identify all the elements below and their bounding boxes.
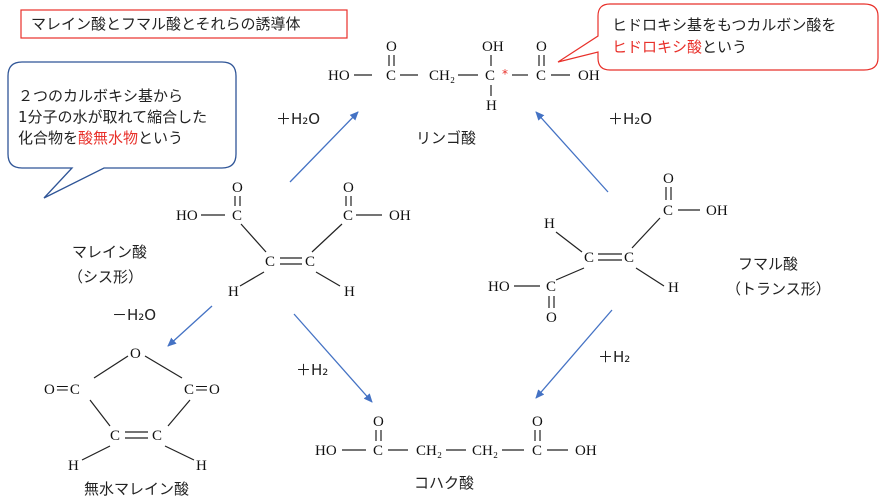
chemical-bond bbox=[164, 445, 195, 461]
callout-right-line1: ヒドロキシ基をもつカルボン酸を bbox=[612, 16, 836, 34]
chemical-bond bbox=[240, 223, 267, 253]
chemical-bond bbox=[239, 271, 265, 287]
atom-label: HO bbox=[176, 208, 198, 224]
atom-label: OH bbox=[575, 443, 597, 459]
chemical-bond bbox=[93, 355, 129, 379]
atom-label: C bbox=[485, 68, 495, 84]
atom-label: O bbox=[546, 310, 557, 326]
arrow-fumaric-to-succinic bbox=[535, 309, 613, 399]
atom-label: OH bbox=[482, 39, 504, 55]
reagent-maleic-to-anhydride: －H₂O bbox=[112, 306, 156, 324]
atom-label: O bbox=[373, 414, 384, 430]
atom-label: C bbox=[386, 68, 396, 84]
atom-label: C bbox=[110, 428, 120, 444]
atom-label: H bbox=[344, 284, 355, 300]
chemical-bond bbox=[631, 217, 661, 249]
chemical-bond bbox=[81, 445, 111, 461]
atom-label: CH₂ bbox=[429, 68, 455, 84]
reagent-maleic-to-malic: ＋H₂O bbox=[276, 110, 320, 128]
atom-label: O bbox=[532, 414, 543, 430]
atom-label: OH bbox=[578, 68, 600, 84]
atom-label: C bbox=[343, 208, 353, 224]
chemical-bond bbox=[555, 267, 585, 281]
atom-label: OH bbox=[706, 203, 728, 219]
chemical-bond bbox=[315, 271, 341, 287]
callout-left-highlight: 酸無水物 bbox=[78, 129, 138, 147]
fumaric-acid-structure: H C C C O OH H C HO O bbox=[488, 171, 728, 326]
reagent-fumaric-to-succinic: ＋H₂ bbox=[598, 348, 630, 366]
fumaric-acid-label: フマル酸 bbox=[738, 255, 798, 273]
callout-right-line2: ヒドロキシ酸という bbox=[612, 38, 747, 56]
atom-label: H bbox=[68, 458, 79, 474]
atom-label: CH₂ bbox=[472, 443, 498, 459]
reagent-fumaric-to-malic: ＋H₂O bbox=[608, 110, 652, 128]
atom-label: C bbox=[305, 254, 315, 270]
succinic-acid-label: コハク酸 bbox=[414, 474, 474, 492]
callout-right-highlight: ヒドロキシ酸 bbox=[612, 38, 702, 56]
chemical-bond bbox=[144, 355, 183, 379]
atom-label: H bbox=[486, 98, 497, 114]
atom-label: C bbox=[584, 250, 594, 266]
atom-label: OH bbox=[389, 208, 411, 224]
atom-label: HO bbox=[315, 443, 337, 459]
atom-label: C bbox=[663, 203, 673, 219]
callout-right-bubble bbox=[557, 3, 879, 71]
maleic-anhydride-structure: O O＝C C＝O C C H H bbox=[44, 346, 220, 474]
atom-label: O bbox=[663, 171, 674, 187]
atom-label: O bbox=[232, 180, 243, 196]
atom-label: HO bbox=[488, 279, 510, 295]
atom-label: C＝O bbox=[184, 382, 220, 398]
malic-acid-structure: HO C O CH₂ C OH H * C O OH bbox=[328, 39, 600, 114]
succinic-acid-structure: HO C O CH₂ CH₂ C O OH bbox=[315, 414, 597, 459]
atom-label: C bbox=[546, 279, 556, 295]
callout-left-line3-prefix: 化合物を bbox=[18, 129, 78, 147]
atom-label: HO bbox=[328, 68, 350, 84]
atom-label: O＝C bbox=[44, 382, 80, 398]
atom-label: C bbox=[152, 428, 162, 444]
chemical-bond bbox=[311, 223, 343, 253]
chemical-bond bbox=[89, 399, 111, 427]
atom-label: H bbox=[228, 284, 239, 300]
arrow-maleic-to-anhydride bbox=[167, 305, 213, 347]
atom-label: CH₂ bbox=[416, 443, 442, 459]
callout-left-line1: ２つのカルボキシ基から bbox=[18, 87, 183, 105]
maleic-acid-form: （シス形） bbox=[68, 268, 143, 286]
arrow-maleic-to-malic bbox=[289, 111, 359, 183]
atom-label: C bbox=[265, 254, 275, 270]
atom-label: C bbox=[373, 443, 383, 459]
callout-left-line3-suffix: という bbox=[138, 129, 183, 147]
atom-label: O bbox=[386, 39, 397, 55]
atom-label: C bbox=[536, 68, 546, 84]
atom-label: H bbox=[544, 216, 555, 232]
title-box bbox=[20, 9, 348, 39]
callout-right-line2-suffix: という bbox=[702, 38, 747, 56]
atom-label: H bbox=[668, 280, 679, 296]
maleic-anhydride-label: 無水マレイン酸 bbox=[84, 480, 189, 498]
fumaric-acid-form: （トランス形） bbox=[726, 280, 831, 298]
atom-label: C bbox=[232, 208, 242, 224]
atom-label: H bbox=[196, 458, 207, 474]
callout-left-line2: 1分子の水が取れて縮合した bbox=[18, 108, 207, 126]
page-title: マレイン酸とフマル酸とそれらの誘導体 bbox=[31, 15, 301, 33]
atom-label: C bbox=[532, 443, 542, 459]
malic-acid-label: リンゴ酸 bbox=[416, 129, 476, 147]
atom-label: O bbox=[130, 346, 141, 362]
arrow-maleic-to-succinic bbox=[293, 313, 373, 403]
chiral-star: * bbox=[502, 67, 508, 81]
atom-label: C bbox=[624, 250, 634, 266]
maleic-acid-structure: HO C O C C C O OH H H bbox=[176, 180, 411, 300]
chemical-bond bbox=[635, 267, 665, 287]
atom-label: O bbox=[343, 180, 354, 196]
chemical-bond bbox=[167, 399, 191, 427]
maleic-acid-label: マレイン酸 bbox=[72, 243, 147, 261]
arrow-fumaric-to-malic bbox=[535, 111, 609, 193]
callout-left-bubble bbox=[7, 61, 237, 199]
callout-left-line3: 化合物を酸無水物という bbox=[18, 129, 183, 147]
atom-label: O bbox=[536, 39, 547, 55]
reagent-maleic-to-succinic: ＋H₂ bbox=[296, 361, 328, 379]
chemical-bond bbox=[555, 231, 583, 253]
